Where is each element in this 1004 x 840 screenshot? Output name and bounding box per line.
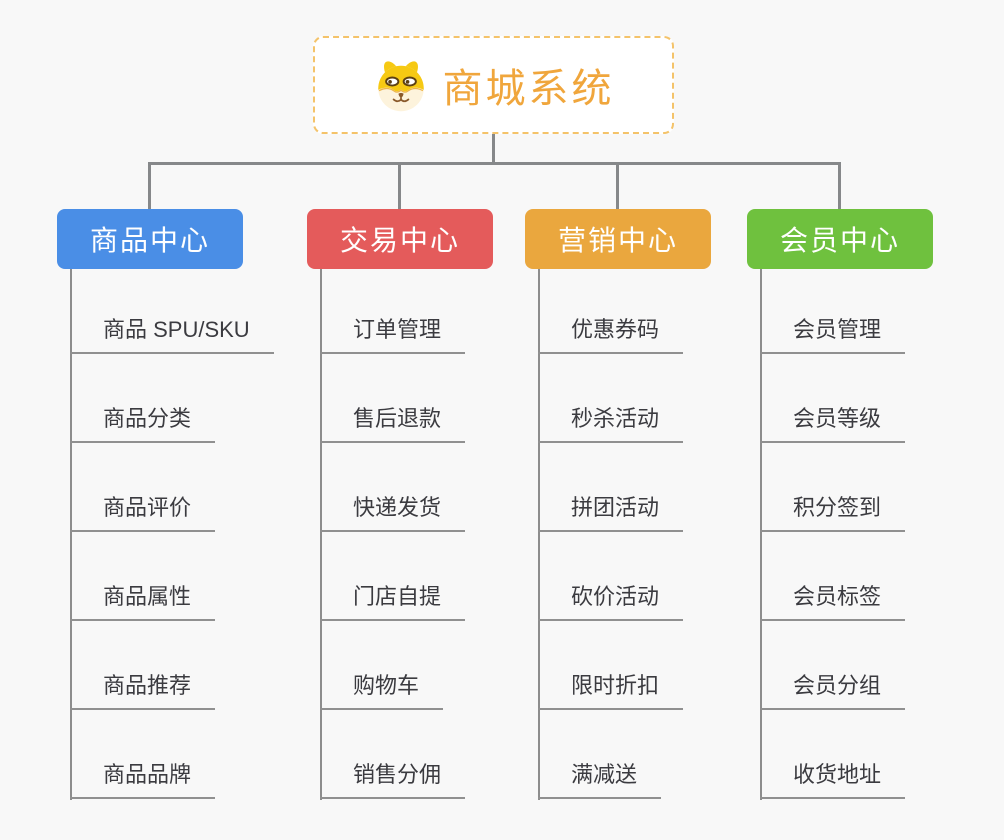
child-node[interactable]: 商品推荐 <box>70 621 216 710</box>
child-node[interactable]: 积分签到 <box>760 443 906 532</box>
child-node[interactable]: 收货地址 <box>760 710 906 799</box>
branch-label: 商品中心 <box>89 225 210 256</box>
branch-header-trade[interactable]: 交易中心 <box>307 209 493 269</box>
connector-stub-product <box>148 162 151 210</box>
root-title: 商城系统 <box>442 67 615 111</box>
child-node[interactable]: 会员分组 <box>760 621 906 710</box>
branch-line <box>760 269 762 800</box>
child-node[interactable]: 优惠券码 <box>538 265 684 354</box>
branch-children: 商品 SPU/SKU 商品分类 商品评价 商品属性 商品推荐 商品品牌 <box>70 265 274 799</box>
connector-stub-trade <box>398 162 401 210</box>
branch-label: 交易中心 <box>339 225 460 256</box>
child-node[interactable]: 秒杀活动 <box>538 354 684 443</box>
child-node[interactable]: 销售分佣 <box>320 710 466 799</box>
child-node[interactable]: 快递发货 <box>320 443 466 532</box>
branch-line <box>538 269 540 800</box>
doge-icon <box>377 61 424 112</box>
child-node[interactable]: 会员管理 <box>760 265 906 354</box>
branch-header-member[interactable]: 会员中心 <box>747 209 933 269</box>
branch-children: 会员管理 会员等级 积分签到 会员标签 会员分组 收货地址 <box>760 265 906 799</box>
root-node[interactable]: 商城系统 <box>313 36 674 134</box>
child-node[interactable]: 会员标签 <box>760 532 906 621</box>
branch-marketing-center: 营销中心 优惠券码 秒杀活动 拼团活动 砍价活动 限时折扣 满减送 <box>525 209 711 800</box>
branch-trade-center: 交易中心 订单管理 售后退款 快递发货 门店自提 购物车 销售分佣 <box>307 209 493 800</box>
branch-line <box>70 269 72 800</box>
child-node[interactable]: 会员等级 <box>760 354 906 443</box>
branch-label: 会员中心 <box>779 225 900 256</box>
branch-product-center: 商品中心 商品 SPU/SKU 商品分类 商品评价 商品属性 商品推荐 商品品牌 <box>57 209 274 800</box>
child-node[interactable]: 拼团活动 <box>538 443 684 532</box>
connector-stub-marketing <box>616 162 619 210</box>
branch-label: 营销中心 <box>557 225 678 256</box>
child-node[interactable]: 商品品牌 <box>70 710 216 799</box>
branch-header-marketing[interactable]: 营销中心 <box>525 209 711 269</box>
child-node[interactable]: 砍价活动 <box>538 532 684 621</box>
child-node[interactable]: 购物车 <box>320 621 444 710</box>
branch-children: 订单管理 售后退款 快递发货 门店自提 购物车 销售分佣 <box>320 265 466 799</box>
branch-line <box>320 269 322 800</box>
connector-horizontal-line <box>148 162 841 165</box>
child-node[interactable]: 门店自提 <box>320 532 466 621</box>
child-node[interactable]: 订单管理 <box>320 265 466 354</box>
connector-stub-member <box>838 162 841 210</box>
child-node[interactable]: 售后退款 <box>320 354 466 443</box>
branch-header-product[interactable]: 商品中心 <box>57 209 243 269</box>
child-node[interactable]: 商品评价 <box>70 443 216 532</box>
branch-children: 优惠券码 秒杀活动 拼团活动 砍价活动 限时折扣 满减送 <box>538 265 684 799</box>
child-node[interactable]: 商品分类 <box>70 354 216 443</box>
connector-root-stub <box>492 133 495 165</box>
child-node[interactable]: 商品 SPU/SKU <box>70 265 274 354</box>
child-node[interactable]: 商品属性 <box>70 532 216 621</box>
child-node[interactable]: 限时折扣 <box>538 621 684 710</box>
branch-member-center: 会员中心 会员管理 会员等级 积分签到 会员标签 会员分组 收货地址 <box>747 209 933 800</box>
child-node[interactable]: 满减送 <box>538 710 662 799</box>
